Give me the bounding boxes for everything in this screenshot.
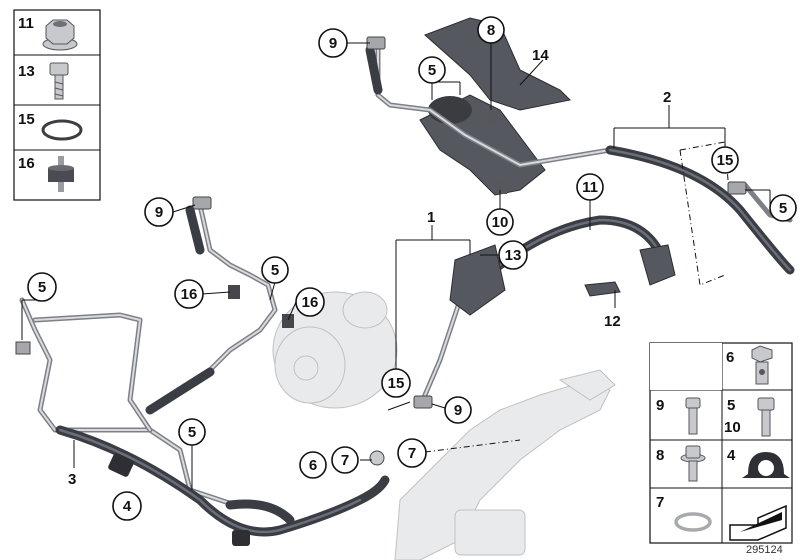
legend-label-5: 5 xyxy=(727,397,735,414)
callout-5-right: 5 xyxy=(779,200,787,217)
hose-clamp-icon xyxy=(742,452,790,478)
rubber-mount-icon xyxy=(48,156,74,192)
legend-label-11: 11 xyxy=(18,15,34,32)
callout-7-a: 7 xyxy=(341,452,349,469)
callout-15-mid: 15 xyxy=(388,375,405,392)
callout-1: 1 xyxy=(427,209,435,226)
callout-6: 6 xyxy=(309,457,317,474)
callouts: 9 8 14 5 2 15 5 10 11 1 13 12 9 5 16 16 … xyxy=(27,16,797,521)
sealing-ring-icon xyxy=(674,512,712,532)
callout-13: 13 xyxy=(505,247,522,264)
right-legend: 6 9 5 10 8 4 7 xyxy=(649,342,793,544)
callout-5-low: 5 xyxy=(188,424,196,441)
callout-15-right: 15 xyxy=(717,152,734,169)
callout-14: 14 xyxy=(532,47,549,64)
hex-bolt-icon xyxy=(49,62,69,100)
bracket-12 xyxy=(449,244,676,316)
direction-arrow-icon xyxy=(729,504,787,541)
legend-label-6: 6 xyxy=(726,349,734,366)
legend-label-8: 8 xyxy=(656,447,664,464)
return-line xyxy=(19,202,390,546)
callout-9-top: 9 xyxy=(329,35,337,52)
callout-11: 11 xyxy=(582,179,598,196)
callout-7-b: 7 xyxy=(408,445,416,462)
callout-5-left: 5 xyxy=(38,279,46,296)
hose-2 xyxy=(605,145,795,275)
fittings xyxy=(15,36,747,466)
callout-8: 8 xyxy=(487,22,495,39)
flange-nut-icon xyxy=(42,19,78,51)
callout-16-right: 16 xyxy=(302,294,319,311)
callout-5-mid: 5 xyxy=(271,262,279,279)
socket-cap-screw-icon xyxy=(685,397,701,435)
callout-5-top: 5 xyxy=(428,62,436,79)
legend-label-15: 15 xyxy=(18,111,35,128)
legend-label-10: 10 xyxy=(724,419,741,436)
legend-label-16: 16 xyxy=(18,155,35,172)
legend-label-9: 9 xyxy=(656,397,664,414)
callout-9-left: 9 xyxy=(155,204,163,221)
o-ring-icon xyxy=(41,119,83,141)
steering-rack xyxy=(394,369,616,560)
power-steering-pump xyxy=(272,291,398,409)
callout-2: 2 xyxy=(663,89,671,106)
callout-16-left: 16 xyxy=(181,286,198,303)
legend-label-4: 4 xyxy=(727,447,736,464)
banjo-bolt-icon xyxy=(751,345,773,385)
leader-lines xyxy=(21,42,771,490)
callout-12: 12 xyxy=(604,313,621,330)
hex-bolt-icon xyxy=(757,397,775,437)
callout-9-mid: 9 xyxy=(454,402,462,419)
callout-4: 4 xyxy=(123,498,132,515)
callout-3: 3 xyxy=(68,471,76,488)
left-legend: 11 13 15 16 xyxy=(13,9,101,201)
callout-10: 10 xyxy=(492,214,509,231)
diagram-id: 295124 xyxy=(746,544,783,556)
legend-label-13: 13 xyxy=(18,63,35,80)
flange-bolt-icon xyxy=(680,445,706,482)
top-pipes xyxy=(365,42,613,168)
legend-label-7: 7 xyxy=(656,494,664,511)
